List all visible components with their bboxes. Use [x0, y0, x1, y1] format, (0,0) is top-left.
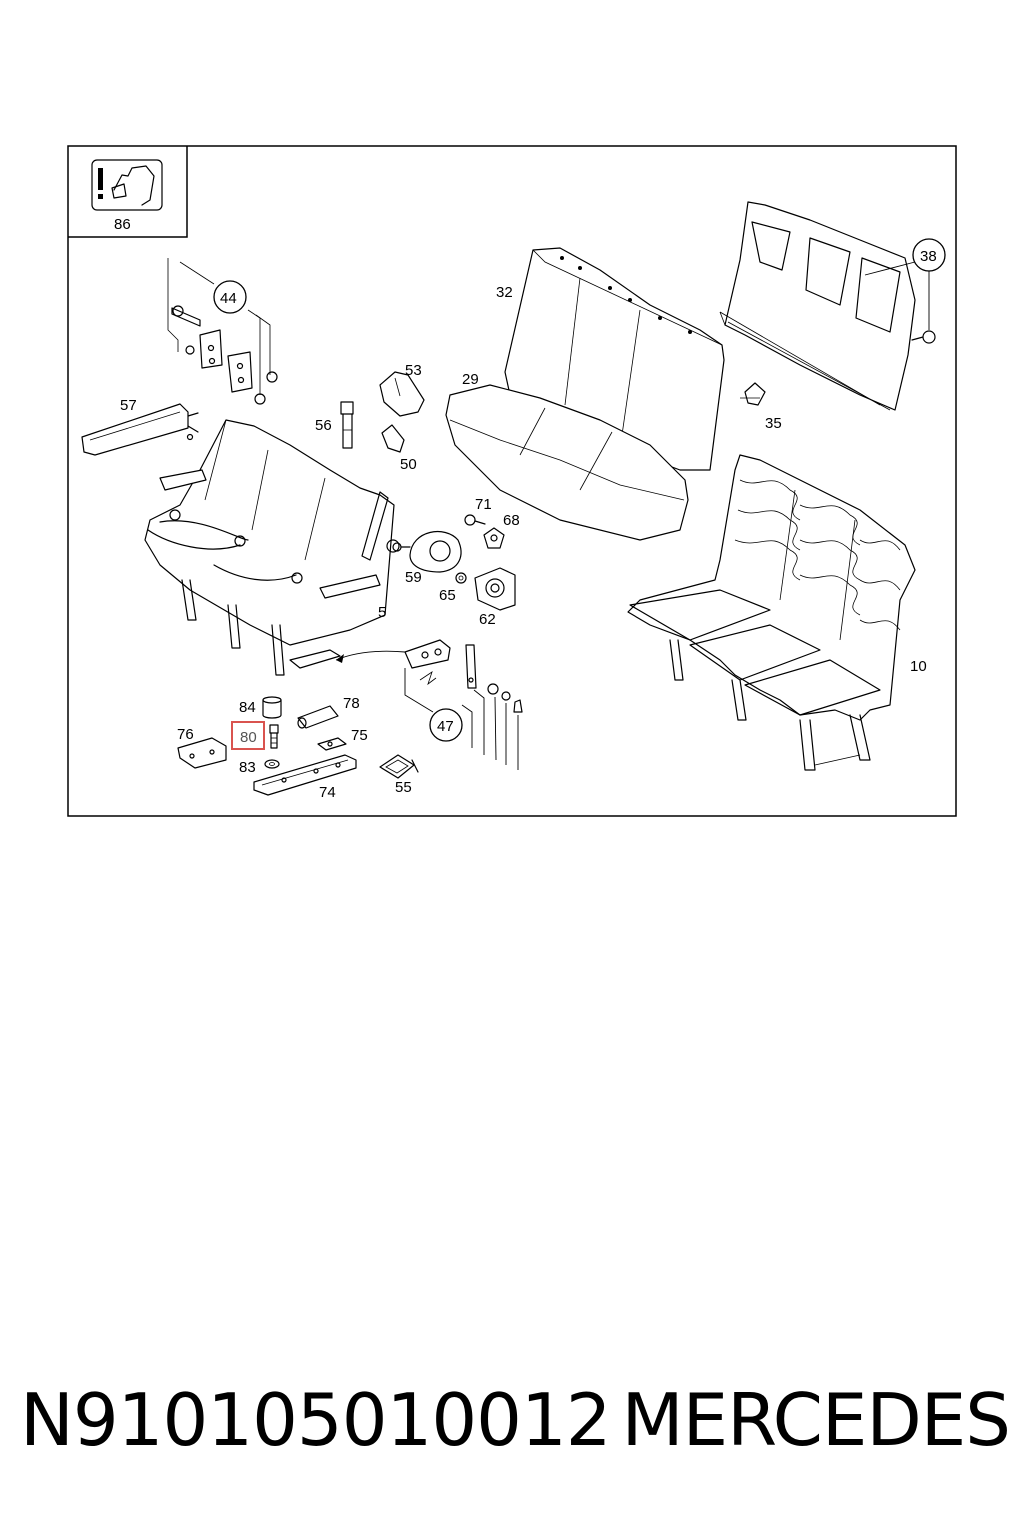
part-label-56[interactable]: 56: [315, 417, 332, 434]
part-84-bushing: [262, 696, 282, 719]
part-68-clip: [483, 527, 505, 549]
part-10-seat-frame: [627, 454, 916, 771]
part-label-47[interactable]: 47: [437, 718, 454, 735]
connector-arrow: [335, 650, 406, 661]
part-57-armrest: [81, 403, 199, 456]
part-label-78[interactable]: 78: [343, 695, 360, 712]
part-label-57[interactable]: 57: [120, 397, 137, 414]
part-label-74[interactable]: 74: [319, 784, 336, 801]
part-label-59[interactable]: 59: [405, 569, 422, 586]
part-56-pin: [340, 401, 354, 449]
part-75-plate: [317, 737, 347, 751]
part-label-44[interactable]: 44: [220, 290, 237, 307]
part-83-washer: [264, 759, 280, 769]
diagram-frame: [67, 145, 957, 817]
footer-part-number: N910105010012: [20, 1378, 612, 1462]
part-78-sleeve: [297, 705, 339, 729]
part-label-29[interactable]: 29: [462, 371, 479, 388]
footer-brand: MERCEDES: [621, 1378, 1011, 1462]
footer-caption: N910105010012 MERCEDES: [20, 1375, 1011, 1465]
label-circle-44: [213, 280, 247, 314]
part-55-spring-clip: [379, 754, 419, 779]
part-label-53[interactable]: 53: [405, 362, 422, 379]
part-62-housing: [474, 567, 516, 611]
part-label-80[interactable]: 80: [240, 729, 257, 746]
part-label-35[interactable]: 35: [765, 415, 782, 432]
part-47-latch-mechanism: [404, 639, 523, 770]
part-label-65[interactable]: 65: [439, 587, 456, 604]
inset-label: 86: [114, 216, 131, 233]
part-label-75[interactable]: 75: [351, 727, 368, 744]
part-35-fastener: [740, 382, 766, 406]
part-74-rail: [253, 754, 357, 796]
part-label-62[interactable]: 62: [479, 611, 496, 628]
part-29-seat-cushion: [445, 384, 689, 541]
part-label-68[interactable]: 68: [503, 512, 520, 529]
inset-box-86[interactable]: 86: [68, 146, 188, 238]
part-44-bracket-set: [167, 258, 278, 405]
part-label-5[interactable]: 5: [378, 604, 386, 621]
part-65-nut: [455, 572, 467, 584]
part-38-back-panel: [719, 201, 936, 411]
highlight-box-80[interactable]: [231, 721, 265, 750]
part-label-83[interactable]: 83: [239, 759, 256, 776]
part-59-cover: [392, 531, 462, 573]
part-label-71[interactable]: 71: [475, 496, 492, 513]
part-label-10[interactable]: 10: [910, 658, 927, 675]
part-label-38[interactable]: 38: [920, 248, 937, 265]
part-76-bracket: [177, 737, 227, 769]
part-label-55[interactable]: 55: [395, 779, 412, 796]
label-circle-47: [429, 708, 463, 742]
part-label-84[interactable]: 84: [239, 699, 256, 716]
part-71-screw: [464, 514, 486, 526]
part-80-bolt: [269, 724, 279, 749]
part-label-32[interactable]: 32: [496, 284, 513, 301]
part-label-76[interactable]: 76: [177, 726, 194, 743]
part-50-clip: [381, 424, 405, 453]
label-circle-38: [912, 238, 946, 272]
part-5-seat-assembly: [144, 419, 400, 676]
part-53-handle-cover: [379, 371, 425, 417]
part-label-50[interactable]: 50: [400, 456, 417, 473]
